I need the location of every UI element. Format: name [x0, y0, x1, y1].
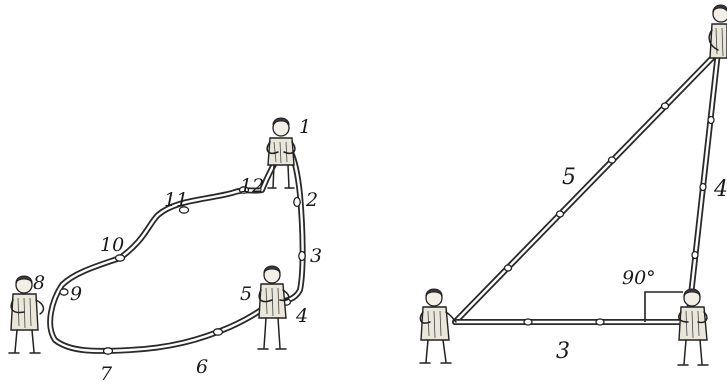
knot-label-7: 7 — [100, 363, 113, 385]
knot-label-2: 2 — [305, 189, 318, 211]
rope-knot — [214, 329, 223, 335]
knot-label-3: 3 — [310, 245, 322, 267]
right-angle-label: 90° — [622, 267, 656, 289]
rope-knot — [60, 289, 68, 295]
vertical-side-label: 4 — [713, 177, 727, 202]
rope-knot — [662, 103, 669, 109]
knot-label-5: 5 — [240, 283, 252, 305]
triangle-holder-top — [709, 5, 727, 58]
rope-knot — [294, 198, 300, 207]
knot-label-4: 4 — [295, 305, 308, 327]
knot-label-12: 12 — [240, 175, 264, 197]
rope-knot — [505, 265, 512, 271]
rope-knot — [524, 319, 532, 325]
knotted-rope — [50, 150, 302, 351]
knotted-rope-loop-diagram: 1 2 3 4 5 6 7 8 9 10 11 12 — [9, 116, 322, 385]
knot-label-6: 6 — [196, 356, 208, 378]
rope-knot — [557, 211, 564, 217]
rope-knot — [609, 157, 616, 163]
rope-triangle-diagram: 5 4 3 90° — [420, 5, 727, 365]
rope-knot — [104, 348, 113, 354]
right-angle-marker — [645, 292, 683, 322]
knot-label-8: 8 — [33, 272, 45, 294]
rope-holder-figure-2 — [258, 266, 289, 349]
knot-label-11: 11 — [164, 189, 188, 211]
rope-holder-figure-1 — [267, 118, 295, 188]
knot-label-9: 9 — [70, 283, 82, 305]
rope-knot — [596, 319, 604, 325]
rope-knot — [299, 252, 305, 261]
hypotenuse-label: 5 — [562, 165, 576, 190]
rope-knot — [708, 117, 714, 124]
rope-knot — [692, 252, 698, 259]
knot-label-1: 1 — [299, 116, 311, 138]
rope-knot — [700, 184, 706, 191]
triangle-holder-left — [420, 289, 456, 363]
triangle-holder-right — [678, 289, 708, 365]
knot-label-10: 10 — [100, 234, 124, 256]
base-label: 3 — [556, 339, 570, 364]
